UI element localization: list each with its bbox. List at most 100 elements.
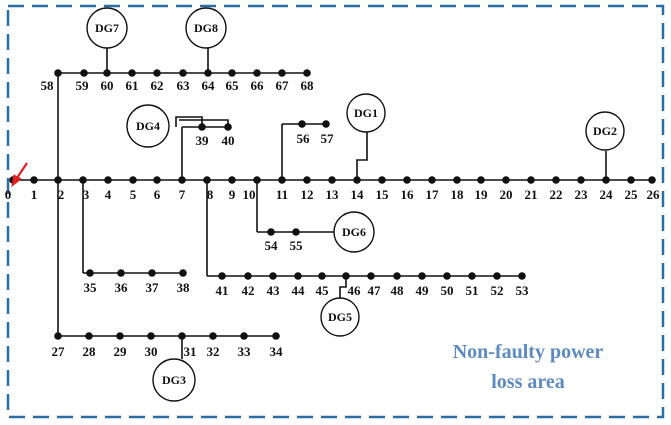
bus-label-48: 48 [391,283,405,298]
bus-label-12: 12 [301,187,314,202]
bus-node-12 [303,176,311,184]
bus-label-34: 34 [270,344,284,359]
bus-label-67: 67 [276,78,290,93]
dg1-label: DG1 [354,106,378,120]
bus-nodes [9,69,656,340]
bus-node-54 [267,228,275,236]
dg6-label: DG6 [342,225,366,239]
dg2-label: DG2 [593,124,617,138]
bus-node-21 [527,176,535,184]
bus-label-15: 15 [376,187,390,202]
bus-node-58 [54,69,62,77]
bus-label-61: 61 [126,78,139,93]
bus-node-30 [147,332,155,340]
dg5-label: DG5 [328,310,352,324]
bus-label-4: 4 [105,187,112,202]
bus-label-26: 26 [647,187,661,202]
bus-node-48 [393,272,401,280]
bus-node-60 [103,69,111,77]
dg7-label: DG7 [95,21,119,35]
bus-node-24 [602,176,610,184]
bus-node-36 [117,269,125,277]
bus-label-62: 62 [151,78,164,93]
bus-node-61 [128,69,136,77]
bus-node-5 [129,176,137,184]
bus-label-25: 25 [625,187,639,202]
area-label-line2: loss area [491,371,565,393]
bus-label-35: 35 [84,280,98,295]
bus-node-16 [403,176,411,184]
bus-node-14 [353,176,361,184]
bus-label-43: 43 [267,283,281,298]
bus-node-1 [30,176,38,184]
bus-label-33: 33 [238,344,252,359]
bus-node-34 [272,332,280,340]
bus-node-20 [502,176,510,184]
bus-label-10: 10 [243,187,256,202]
dg7-generator-icon [86,7,128,49]
bus-node-28 [85,332,93,340]
bus-node-31 [178,332,186,340]
bus-node-26 [648,176,656,184]
bus-node-56 [298,120,306,128]
bus-label-53: 53 [516,283,530,298]
bus-node-19 [477,176,485,184]
bus-label-13: 13 [326,187,340,202]
bus-node-57 [322,120,330,128]
bus-label-5: 5 [130,187,137,202]
bus-label-51: 51 [466,283,479,298]
bus-node-29 [116,332,124,340]
bus-node-44 [294,272,302,280]
bus-node-18 [453,176,461,184]
bus-node-15 [378,176,386,184]
bus-label-42: 42 [242,283,255,298]
bus-node-17 [428,176,436,184]
bus-node-68 [303,69,311,77]
area-label-line1: Non-faulty power [453,341,604,363]
bus-label-37: 37 [146,280,160,295]
dg1-generator-icon [346,93,386,133]
bus-label-8: 8 [207,187,214,202]
bus-node-37 [148,269,156,277]
bus-label-65: 65 [226,78,240,93]
bus-node-63 [179,69,187,77]
dg4-generator-icon [126,104,170,148]
bus-label-60: 60 [101,78,114,93]
bus-label-23: 23 [575,187,589,202]
bus-label-20: 20 [500,187,513,202]
bus-label-54: 54 [265,238,279,253]
bus-label-59: 59 [76,78,90,93]
bus-node-8 [203,176,211,184]
dg3-generator-icon [152,358,196,402]
bus-label-58: 58 [41,78,55,93]
bus-node-2 [54,176,62,184]
dg8-generator-icon [185,7,227,49]
bus-label-68: 68 [301,78,315,93]
bus-label-2: 2 [58,187,65,202]
dg4-label: DG4 [136,119,160,133]
bus-node-39 [198,123,206,131]
bus-label-27: 27 [52,344,66,359]
bus-node-45 [318,272,326,280]
bus-label-41: 41 [216,283,229,298]
bus-node-65 [228,69,236,77]
bus-node-6 [153,176,161,184]
bus-label-49: 49 [416,283,430,298]
generators [86,7,625,402]
bus-label-50: 50 [441,283,454,298]
bus-label-52: 52 [491,283,504,298]
bus-label-32: 32 [207,344,220,359]
bus-label-29: 29 [114,344,128,359]
feeder-lines [10,72,652,337]
bus-label-17: 17 [426,187,440,202]
bus-label-22: 22 [550,187,563,202]
bus-node-55 [292,228,300,236]
bus-label-16: 16 [401,187,415,202]
bus-node-53 [518,272,526,280]
bus-node-43 [269,272,277,280]
bus-label-38: 38 [177,280,191,295]
dg8-label: DG8 [194,21,218,35]
bus-label-40: 40 [222,133,235,148]
bus-label-45: 45 [316,283,330,298]
bus-node-52 [493,272,501,280]
